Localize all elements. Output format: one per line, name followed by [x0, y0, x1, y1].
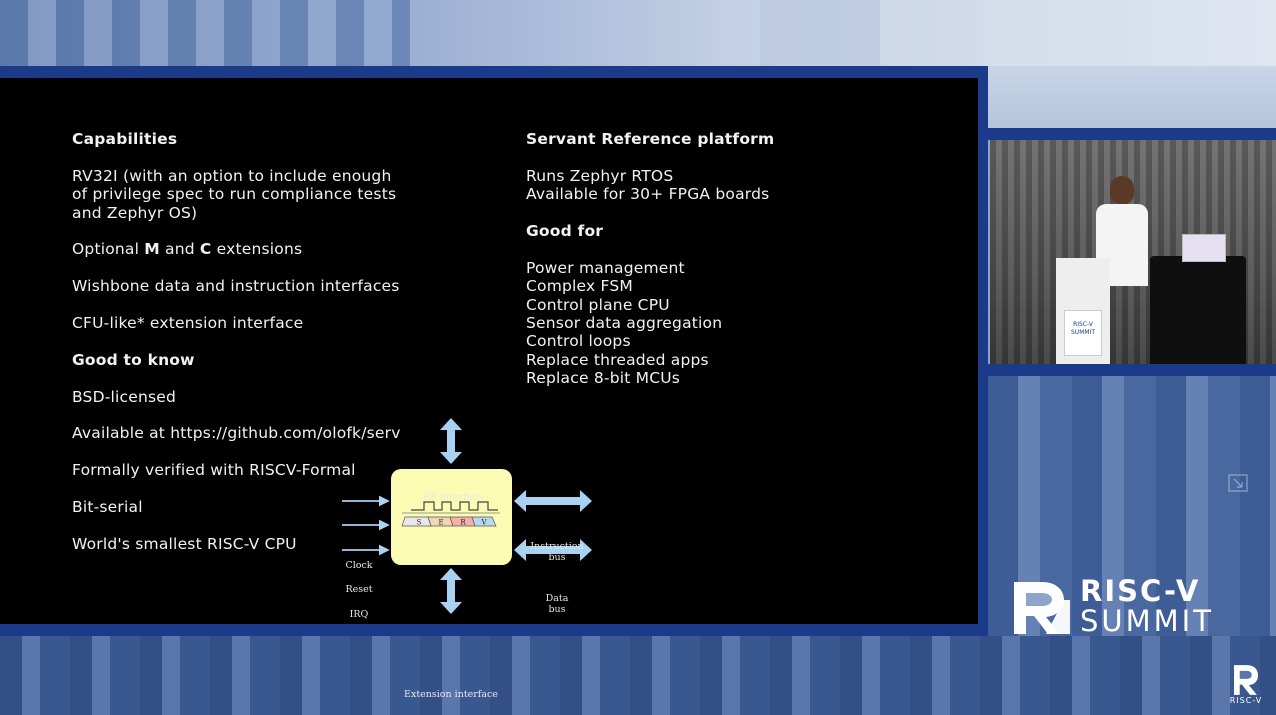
stage-label: R: [460, 519, 466, 527]
extension-interface-label: Extension interface: [404, 689, 498, 700]
expand-icon[interactable]: [1228, 474, 1248, 492]
serv-block-diagram: S E R V RF interface Instruction: [338, 408, 608, 700]
slide-paragraph: Formally verified with RISCV-Formal: [72, 461, 402, 479]
slide-heading: Capabilities: [72, 130, 178, 148]
slide-paragraph: Optional M and C extensions: [72, 240, 402, 258]
rf-interface-arrow: [440, 418, 462, 464]
slide-paragraph: Wishbone data and instruction interfaces: [72, 277, 402, 295]
data-bus-arrow: [514, 539, 592, 561]
slide-heading: Good for: [526, 222, 604, 240]
podium: RISC-V SUMMIT: [1056, 258, 1110, 364]
slide-text-line: Runs Zephyr RTOS: [526, 166, 674, 185]
venue-background-top: [0, 0, 1276, 66]
slide-text-line: of privilege spec to run compliance test…: [72, 185, 397, 204]
slide-paragraph: World's smallest RISC-V CPU: [72, 535, 402, 553]
slide-heading: Good to know: [72, 350, 195, 369]
venue-background-bottom: [0, 636, 1276, 715]
frame-band-camera-top: [988, 128, 1276, 140]
presenter-table: [1150, 256, 1246, 364]
slide-text-line: Sensor data aggregation: [526, 314, 723, 333]
slide-text-line: and Zephyr OS): [72, 203, 198, 222]
laptop: [1182, 234, 1226, 262]
frame-band-camera-bottom: [988, 364, 1276, 376]
frame-band-top: [0, 66, 988, 78]
slide-text-line: Available at https://github.com/olofk/se…: [72, 424, 401, 443]
slide-text-line: Available for 30+ FPGA boards: [526, 185, 770, 204]
slide-text-line: Power management: [526, 258, 685, 277]
reset-label: Reset: [345, 584, 373, 595]
slide-heading: Servant Reference platform: [526, 130, 775, 148]
frame-band-bottom: [0, 624, 988, 636]
clock-waveform: [411, 501, 498, 511]
frame-band-divider: [978, 66, 988, 636]
slide-text-line: Replace 8-bit MCUs: [526, 369, 681, 388]
slide-text-line: RV32I (with an option to include enough: [72, 166, 392, 185]
slide-text-line: Formally verified with RISCV-Formal: [72, 461, 356, 480]
slide-text-line: Optional M and C extensions: [72, 240, 303, 259]
risc-v-corner-mark-icon: [1234, 665, 1258, 695]
slide-text-line: BSD-licensed: [72, 387, 177, 406]
slide-paragraph: BSD-licensed: [72, 388, 402, 406]
venue-background-right-top: [988, 66, 1276, 130]
podium-sign: RISC-V SUMMIT: [1064, 310, 1102, 356]
stage-v: [471, 516, 497, 527]
risc-v-mark-icon: [1014, 582, 1070, 634]
slide-text-line: Control plane CPU: [526, 295, 670, 314]
slide-paragraph: CFU-like* extension interface: [72, 314, 402, 332]
rf-interface-label: RF interface: [422, 492, 484, 503]
slide-text-line: CFU-like* extension interface: [72, 314, 304, 332]
corner-logo-text: RISC-V: [1229, 696, 1263, 705]
slide-paragraph: Available at https://github.com/olofk/se…: [72, 424, 402, 442]
speaker: [1090, 176, 1152, 286]
stage-label: E: [438, 519, 443, 527]
instruction-bus-arrow: [514, 490, 592, 512]
irq-label: IRQ: [349, 609, 369, 620]
diagram-graphics: S E R V: [342, 418, 592, 614]
slide-text-line: World's smallest RISC-V CPU: [72, 534, 297, 553]
stage-label: S: [417, 519, 422, 527]
slide-paragraph: Bit-serial: [72, 498, 402, 516]
slide-text-line: Wishbone data and instruction interfaces: [72, 277, 400, 296]
extension-interface-arrow: [440, 568, 462, 614]
slide-text-line: Replace threaded apps: [526, 350, 709, 369]
risc-v-summit-logo: RISC-V SUMMIT: [1012, 574, 1252, 640]
speaker-camera-feed: RISC-V SUMMIT: [990, 140, 1276, 364]
slide-text-line: Control loops: [526, 332, 631, 351]
slide-text-line: Complex FSM: [526, 277, 633, 296]
stage-label: V: [480, 519, 487, 527]
summit-logo-text: RISC-V SUMMIT: [1080, 574, 1214, 638]
risc-v-corner-logo: RISC-V: [1226, 664, 1266, 708]
clock-label: Clock: [345, 560, 373, 571]
slide-text-line: Bit-serial: [72, 497, 143, 516]
